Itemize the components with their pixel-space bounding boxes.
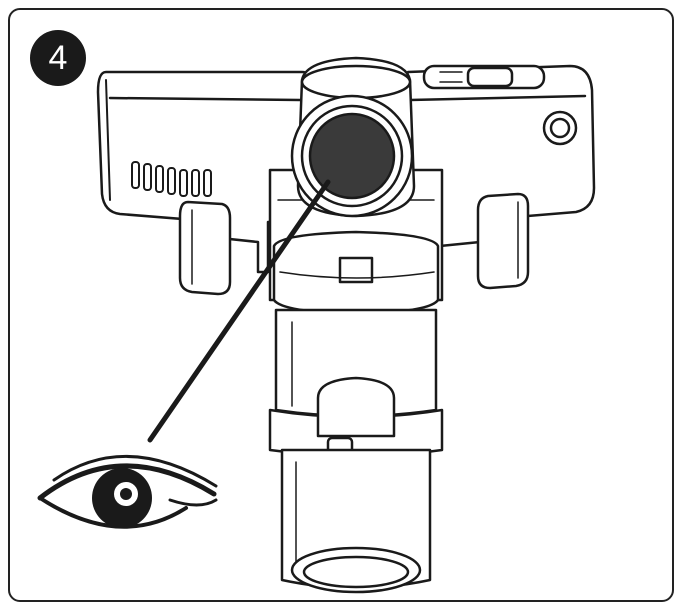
vent-slots (131, 161, 212, 197)
left-bumper (105, 79, 111, 201)
swivel-housing-rim (300, 64, 412, 100)
joint-tab (338, 256, 374, 284)
brush-head-top-edge-right (408, 94, 587, 102)
vacuum-brush-head-illustration (37, 56, 596, 594)
left-wheel (178, 200, 232, 296)
illustration-frame: 4 (8, 8, 674, 602)
slider-groove (439, 71, 463, 83)
eye-icon (37, 455, 218, 529)
tube-latch (316, 376, 396, 438)
lens-window (308, 112, 396, 200)
release-button-inner (549, 117, 571, 139)
step-number: 4 (48, 38, 68, 77)
tube-opening-inner (302, 555, 410, 589)
pointer-line (147, 179, 331, 443)
right-wheel (476, 192, 530, 290)
brush-head-top-edge (108, 96, 302, 102)
slider-knob (466, 66, 514, 88)
step-number-badge: 4 (30, 30, 86, 86)
